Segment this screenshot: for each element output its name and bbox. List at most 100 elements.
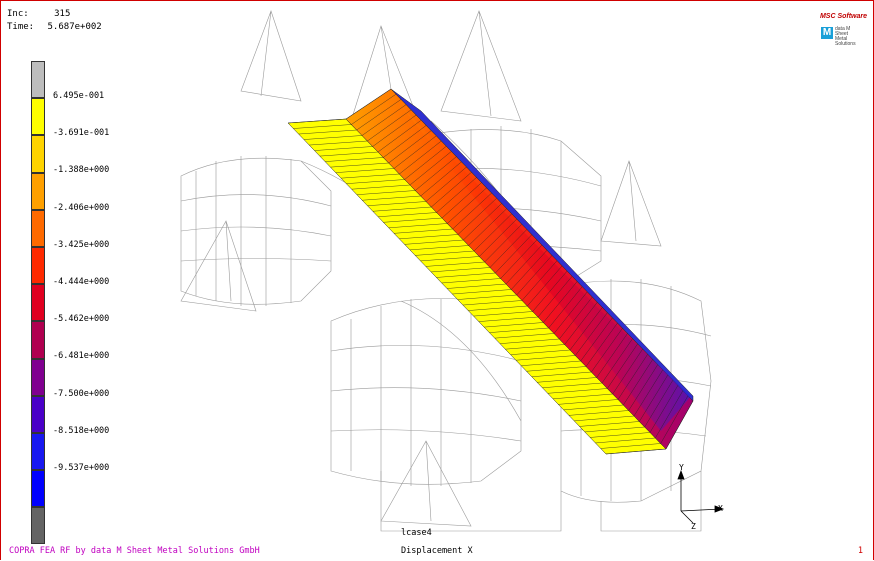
legend-swatch — [31, 98, 45, 136]
datam-logo-mark: M — [821, 27, 833, 39]
msc-software-logo: MSC Software — [819, 13, 867, 20]
strip-mesh-line — [303, 104, 407, 140]
color-legend — [31, 61, 45, 545]
strip-mesh-line — [335, 135, 437, 173]
strip-mesh-line — [568, 364, 658, 416]
strip-mesh-line — [325, 125, 427, 162]
strip-mesh-line — [563, 359, 653, 411]
legend-swatch — [31, 135, 45, 173]
legend-value-label: -7.500e+000 — [53, 388, 110, 399]
strip-mesh-line — [542, 338, 633, 388]
strip-mesh-line — [388, 187, 487, 229]
legend-value-label: -3.691e-001 — [53, 128, 110, 139]
strip-mesh-line — [558, 354, 648, 405]
strip-mesh-line — [356, 156, 457, 195]
strip-mesh-line — [425, 224, 523, 267]
strip-mesh-line — [309, 109, 412, 146]
strip-mesh-line — [552, 348, 643, 400]
strip-mesh-line — [399, 198, 497, 240]
strip-mesh-line — [468, 265, 563, 311]
strip-mesh-line — [478, 276, 573, 322]
time-value: 5.687e+002 — [47, 22, 102, 32]
datam-logo: M data M Sheet Metal Solutions — [821, 27, 859, 47]
result-quantity-label: Displacement X — [401, 546, 473, 556]
strip-mesh-line — [293, 94, 397, 129]
strip-mesh-line — [446, 244, 543, 289]
loadcase-label: lcase4 — [401, 528, 432, 538]
sheet-metal-strip — [287, 88, 694, 455]
strip-mesh-line — [319, 120, 422, 157]
strip-mesh-line — [441, 239, 538, 284]
strip-mesh-line — [574, 369, 663, 422]
datam-logo-text: data M Sheet Metal Solutions — [835, 26, 856, 47]
strip-mesh-line — [330, 130, 432, 168]
legend-value-label: -6.481e+000 — [53, 351, 110, 362]
strip-mesh-line — [510, 307, 603, 355]
strip-mesh-line — [420, 218, 517, 262]
inc-value: 315 — [54, 9, 71, 19]
strip-mesh-line — [340, 140, 442, 179]
legend-swatch — [31, 172, 45, 210]
time-readout: Time: 5.687e+002 — [7, 22, 102, 32]
strip-mesh-line — [452, 250, 548, 295]
legend-value-label: -3.425e+000 — [53, 239, 110, 250]
strip-mesh-line — [362, 161, 462, 201]
legend-value-label: -4.444e+000 — [53, 277, 110, 287]
inc-label: Inc: — [7, 9, 29, 19]
axis-x-label: X — [718, 504, 723, 513]
strip-mesh-line — [494, 291, 588, 339]
strip-mesh-line — [584, 380, 674, 433]
strip-mesh-line — [489, 286, 583, 333]
legend-swatch — [31, 470, 45, 508]
axis-z-label: Z — [691, 522, 696, 531]
strip-mesh-line — [393, 192, 492, 234]
legend-swatch — [31, 358, 45, 396]
strip-mesh-line — [378, 177, 477, 217]
strip-mesh-line — [367, 166, 467, 206]
footer-credits: COPRA FEA RF by data M Sheet Metal Solut… — [9, 546, 260, 556]
axis-triad — [677, 469, 725, 524]
axis-y-label: Y — [679, 463, 684, 472]
strip-mesh-line — [547, 343, 638, 394]
strip-mesh-line — [409, 208, 507, 251]
strip-mesh-line — [590, 385, 679, 438]
strip-mesh-line — [287, 88, 392, 124]
strip-mesh-line — [462, 260, 558, 306]
strip-mesh-line — [457, 255, 553, 300]
strip-mesh-line — [431, 229, 528, 273]
strip-mesh-line — [383, 182, 482, 223]
strip-mesh-line — [404, 203, 502, 245]
strip-mesh-line — [436, 234, 533, 278]
time-label: Time: — [7, 22, 35, 32]
strip-mesh-line — [595, 390, 684, 444]
strip-mesh-line — [473, 270, 568, 317]
page-number: 1 — [857, 546, 863, 556]
strip-mesh-line — [351, 151, 452, 190]
strip-mesh-line — [484, 281, 578, 328]
legend-value-label: 6.495e-001 — [53, 91, 105, 101]
legend-value-label: -9.537e+000 — [53, 463, 110, 473]
strip-mesh-line — [600, 395, 689, 449]
legend-value-label: -2.406e+000 — [53, 202, 110, 213]
legend-swatch — [31, 284, 45, 322]
legend-value-label: -8.518e+000 — [53, 425, 110, 436]
legend-swatch — [31, 61, 45, 99]
increment-readout: Inc: 315 — [7, 9, 70, 19]
legend-swatch — [31, 507, 45, 545]
strip-mesh-line — [515, 312, 608, 361]
strip-mesh-line — [499, 296, 593, 344]
strip-mesh-line — [372, 172, 472, 212]
strip-mesh-line — [531, 328, 623, 377]
strip-mesh-line — [298, 99, 402, 135]
legend-swatch — [31, 432, 45, 471]
strip-mesh-line — [314, 114, 417, 151]
strip-mesh-line — [505, 302, 598, 350]
strip-mesh-line — [346, 146, 447, 184]
legend-swatch — [31, 395, 45, 433]
strip-mesh-line — [537, 333, 628, 383]
legend-value-label: -1.388e+000 — [53, 165, 110, 176]
legend-swatch — [31, 246, 45, 285]
strip-mesh-line — [605, 400, 694, 455]
